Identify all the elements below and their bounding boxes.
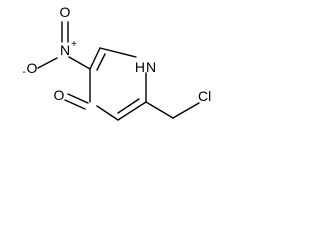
bond-ring-c5-c6-double [96,53,106,71]
bond-ring-c5-c6 [89,47,101,70]
bond-c4-o-a [67,93,89,104]
bond-c4-o-b [64,99,86,110]
bond-ring-c2-c3 [117,101,147,121]
bond-n-o-left [37,57,58,69]
bond-c2-ch2 [145,101,174,119]
bond-ch2-cl [172,102,200,119]
nitro-minus-charge: - [22,67,25,78]
nh-hydrogen-label: H [135,59,145,75]
bond-ring-c2-c3-double [117,98,140,114]
carbonyl-oxygen-label: O [54,87,65,103]
bond-ring-c3-c4 [96,105,119,121]
chemical-structure-diagram: H N N + O O - O Cl [22,4,211,121]
nitro-plus-charge: + [71,39,77,50]
nitro-oxygen-top-label: O [60,4,71,20]
bond-ring-c6-n1 [99,47,137,58]
bond-c5-n-nitro [68,56,91,70]
nitro-oxygen-left-label: O [27,60,38,76]
nitro-nitrogen-label: N [60,42,70,58]
nh-nitrogen-label: N [146,59,156,75]
chlorine-label: Cl [198,88,211,104]
